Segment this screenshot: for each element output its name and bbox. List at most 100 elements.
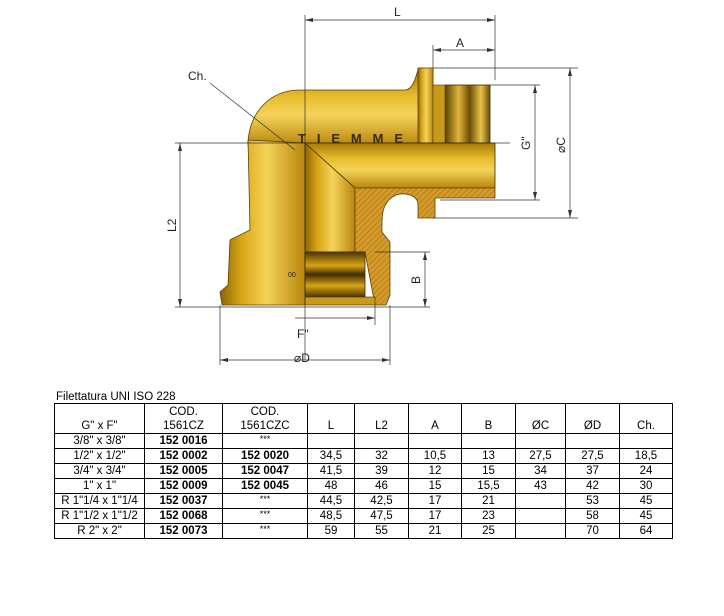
dim-label-L: L — [394, 5, 401, 19]
table-cell: 45 — [619, 493, 673, 509]
table-cell: 152 0009 — [144, 478, 223, 494]
table-cell: 1/2" x 1/2" — [54, 448, 145, 464]
column-header-bottom: A — [431, 420, 439, 432]
table-cell: 152 0073 — [144, 523, 223, 539]
column-header-top: COD. — [169, 406, 198, 418]
column-header: COD. 1561CZC — [222, 403, 308, 434]
table-cell: *** — [222, 523, 308, 539]
table-cell: 53 — [565, 493, 620, 509]
table-cell: 27,5 — [565, 448, 620, 464]
column-header-bottom: B — [484, 420, 493, 432]
column-header: ØC — [515, 403, 566, 434]
table-cell: 152 0016 — [144, 433, 223, 449]
table-cell: 48 — [307, 478, 355, 494]
column-header-bottom: ØD — [583, 420, 602, 432]
dim-label-G: G" — [519, 136, 533, 150]
table-cell: 43 — [515, 478, 566, 494]
table-cell: 18,5 — [619, 448, 673, 464]
table-cell: 21 — [408, 523, 462, 539]
table-cell: 32 — [354, 448, 409, 464]
table-header-row: G" x F" COD. 1561CZ COD. 1561CZC L L2 A B ØC… — [54, 403, 673, 434]
elbow-vertical-body — [219, 139, 306, 306]
table-cell: 59 — [307, 523, 355, 539]
table-cell: 70 — [565, 523, 620, 539]
table-cell — [515, 508, 566, 524]
table-cell: 41,5 — [307, 463, 355, 479]
table-cell: 48,5 — [307, 508, 355, 524]
table-cell: 42 — [565, 478, 620, 494]
dim-label-A: A — [456, 36, 464, 50]
column-header: L — [307, 403, 355, 434]
column-header: ØD — [565, 403, 620, 434]
flange — [417, 67, 434, 144]
column-header-bottom: ØC — [531, 420, 550, 432]
column-header-top — [464, 405, 513, 419]
table-cell: 37 — [565, 463, 620, 479]
table-cell: 55 — [354, 523, 409, 539]
column-header: G" x F" — [54, 403, 145, 434]
dim-label-Ch: Ch. — [188, 69, 207, 83]
column-header-top — [622, 405, 670, 419]
table-cell: 152 0005 — [144, 463, 223, 479]
table-cell: 3/4" x 3/4" — [54, 463, 145, 479]
dim-label-C: ⌀C — [554, 137, 568, 153]
table-cell — [515, 433, 566, 449]
column-header-top — [568, 405, 617, 419]
table-cell: 12 — [408, 463, 462, 479]
section-hatch — [354, 187, 496, 306]
column-header-bottom: L2 — [375, 420, 388, 432]
column-header-top — [357, 405, 406, 419]
table-cell: 34 — [515, 463, 566, 479]
column-header: A — [408, 403, 462, 434]
table-cell: 58 — [565, 508, 620, 524]
table-cell: 17 — [408, 508, 462, 524]
thread-standard-caption: Filettatura UNI ISO 228 — [56, 391, 176, 403]
table-cell: 24 — [619, 463, 673, 479]
table-cell: 152 0047 — [222, 463, 308, 479]
column-header-top — [411, 405, 459, 419]
table-cell — [515, 523, 566, 539]
elbow-body — [247, 69, 434, 146]
column-header: Ch. — [619, 403, 673, 434]
table-cell: R 1"1/2 x 1"1/2 — [54, 508, 145, 524]
table-cell: 152 0068 — [144, 508, 223, 524]
table-cell: 47,5 — [354, 508, 409, 524]
table-cell: 15 — [461, 463, 516, 479]
table-cell: 21 — [461, 493, 516, 509]
table-cell: 152 0002 — [144, 448, 223, 464]
table-cell: 46 — [354, 478, 409, 494]
table-row: 3/8" x 3/8"152 0016*** — [54, 433, 673, 449]
table-cell: 1" x 1" — [54, 478, 145, 494]
column-header: L2 — [354, 403, 409, 434]
table-cell: 10,5 — [408, 448, 462, 464]
column-header-bottom: 1561CZC — [240, 420, 290, 432]
table-cell: *** — [222, 493, 308, 509]
male-thread — [444, 84, 491, 144]
column-header-top: COD. — [250, 406, 280, 418]
female-thread — [304, 251, 366, 298]
table-cell — [354, 433, 409, 449]
table-cell — [461, 433, 516, 449]
table-cell: 64 — [619, 523, 673, 539]
svg-text:00: 00 — [288, 272, 296, 279]
table-cell: *** — [222, 508, 308, 524]
table-cell: 3/8" x 3/8" — [54, 433, 145, 449]
table-cell: 34,5 — [307, 448, 355, 464]
column-header-top — [518, 405, 563, 419]
table-cell: 23 — [461, 508, 516, 524]
table-cell: 13 — [461, 448, 516, 464]
column-header-bottom: L — [327, 420, 335, 432]
table-cell: 152 0020 — [222, 448, 308, 464]
column-header-bottom: 1561CZ — [163, 420, 204, 432]
table-cell: 17 — [408, 493, 462, 509]
table-cell: 30 — [619, 478, 673, 494]
table-cell: 39 — [354, 463, 409, 479]
column-header-bottom: G" x F" — [81, 420, 118, 432]
table-cell: R 2" x 2" — [54, 523, 145, 539]
table-cell: 42,5 — [354, 493, 409, 509]
